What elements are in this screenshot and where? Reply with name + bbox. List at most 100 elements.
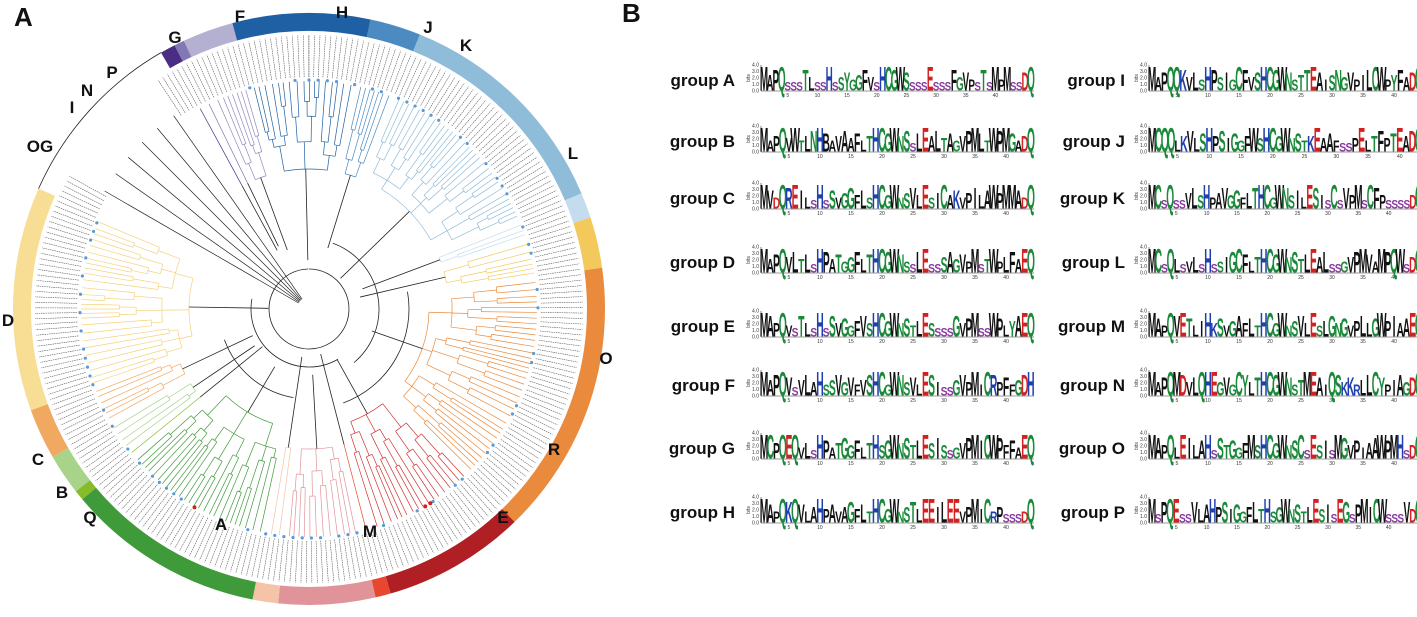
logo-x-tick: 25 xyxy=(1298,398,1304,404)
tree-branch xyxy=(497,219,501,224)
logo-residue: F xyxy=(854,381,860,399)
logo-x-tick: 25 xyxy=(1302,154,1308,160)
logo-x-tick: 25 xyxy=(910,398,916,404)
logo-residue: A xyxy=(1397,320,1404,341)
tree-branch xyxy=(361,460,385,525)
logo-residue: E xyxy=(1211,366,1218,404)
tip-marker xyxy=(405,100,409,104)
leaf-label xyxy=(157,80,182,116)
logo-residue: Q xyxy=(779,493,787,531)
logo-residue: P xyxy=(1215,502,1222,528)
leaf-label xyxy=(102,461,135,490)
logo-residue: E xyxy=(1180,429,1187,467)
tree-branch xyxy=(303,141,306,170)
logo-residue: M xyxy=(760,61,768,99)
tip-marker xyxy=(355,531,359,535)
tree-branch xyxy=(464,410,501,434)
tree-branch xyxy=(339,504,345,535)
logo-residue: W xyxy=(1278,429,1288,467)
logo-y-tick: 0.0 xyxy=(1140,89,1147,95)
tree-branch xyxy=(268,268,350,350)
leaf-label xyxy=(275,36,282,79)
leaf-label xyxy=(498,443,533,468)
leaf-label xyxy=(259,39,268,81)
leaf-label xyxy=(540,290,583,295)
leaf-label xyxy=(538,268,581,276)
logo-x-tick: 15 xyxy=(1234,211,1240,217)
tree-branch xyxy=(425,167,442,185)
logo-residue: G xyxy=(1340,432,1348,465)
tree-branch xyxy=(303,510,306,537)
logo-residue: I xyxy=(1324,76,1327,94)
tree-branch xyxy=(272,83,279,122)
leaf-label xyxy=(167,74,190,111)
tree-branch xyxy=(89,299,105,301)
tree-branch xyxy=(485,370,509,380)
tree-branch xyxy=(252,475,268,531)
logo-residue: P xyxy=(1209,194,1216,212)
leaf-label xyxy=(538,344,580,352)
tree-branch xyxy=(364,89,371,109)
tree-branch xyxy=(488,277,503,281)
logo-residue: T xyxy=(1304,64,1311,97)
tree-branch xyxy=(312,374,318,449)
tree-branch xyxy=(117,406,160,434)
tree-branch xyxy=(440,255,458,263)
logo-residue: S xyxy=(1009,513,1016,526)
tree-branch xyxy=(136,366,161,377)
logo-residue: S xyxy=(1291,436,1298,465)
logo-residue: C xyxy=(1266,429,1273,467)
tree-branch xyxy=(108,394,153,419)
tree-branch xyxy=(160,364,171,369)
logo-residue: S xyxy=(1185,513,1192,526)
tree-branch xyxy=(252,145,256,154)
logo-residue: M xyxy=(760,122,769,160)
tree-branch xyxy=(135,369,162,382)
tree-branch xyxy=(288,81,292,100)
logo-y-tick: 0.0 xyxy=(1140,521,1147,527)
tree-branch xyxy=(319,485,322,506)
logo-residue: D xyxy=(1179,369,1186,402)
logo-residue: P xyxy=(965,314,972,343)
tree-branch xyxy=(383,144,392,161)
leaf-label xyxy=(432,76,456,113)
tree-branch xyxy=(234,515,239,525)
leaf-label xyxy=(129,484,158,517)
logo-x-tick: 10 xyxy=(817,154,823,160)
tree-branch xyxy=(270,458,277,485)
logo-residue: G xyxy=(1275,131,1283,157)
logo-residue: E xyxy=(922,243,929,281)
tip-marker xyxy=(88,238,93,242)
leaf-label xyxy=(539,279,582,285)
logo-residue: E xyxy=(922,493,929,531)
tree-branch xyxy=(217,99,235,138)
logo-residue: W xyxy=(1278,366,1288,404)
tree-branch xyxy=(425,466,446,493)
logo-residue: V xyxy=(785,373,792,402)
tree-branch xyxy=(281,105,286,107)
tree-branch xyxy=(430,230,448,241)
logo-residue: E xyxy=(1310,429,1317,467)
logo-residue: M xyxy=(1173,366,1182,404)
logo-residue: R xyxy=(1353,381,1361,399)
logo-residue: W xyxy=(1278,307,1288,345)
tree-branch xyxy=(480,168,489,176)
leaf-label xyxy=(65,415,104,436)
tree-branch xyxy=(452,370,471,380)
tip-marker xyxy=(91,229,96,234)
logo-residue: G xyxy=(1342,496,1350,529)
leaf-label xyxy=(191,61,210,100)
logo-residue: V xyxy=(860,310,867,343)
leaf-label xyxy=(503,435,539,459)
logo-residue: Q xyxy=(1167,243,1175,281)
tree-branch xyxy=(202,475,212,492)
tree-branch xyxy=(169,329,178,332)
tree-branch xyxy=(136,325,152,328)
tree-branches xyxy=(78,78,540,540)
leaf-label xyxy=(189,517,209,556)
logo-residue: L xyxy=(804,508,810,526)
tree-branch xyxy=(232,120,243,146)
tree-branch xyxy=(237,487,249,516)
tip-marker xyxy=(293,78,297,83)
